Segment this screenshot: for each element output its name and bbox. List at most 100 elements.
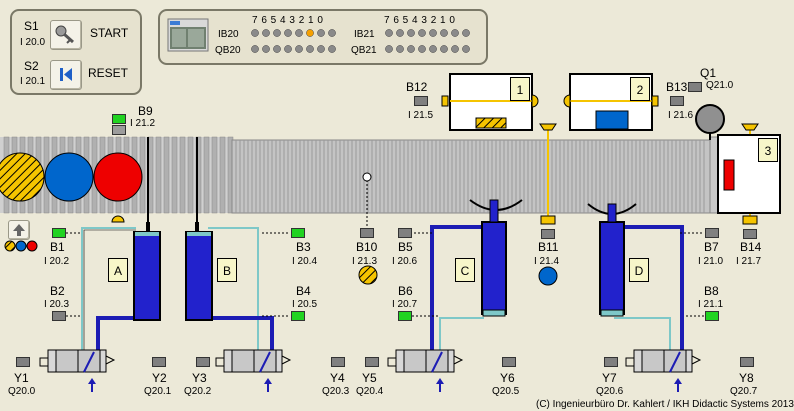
valve-y7-name: Y7 xyxy=(602,371,617,385)
valve-block-1 xyxy=(39,349,116,392)
qb20-bit-0-led xyxy=(328,45,336,53)
valve-y8-led xyxy=(740,357,754,367)
sensor-b6-led xyxy=(398,311,412,321)
workpiece-blue xyxy=(44,152,94,202)
feed-button[interactable] xyxy=(8,220,30,240)
sensor-b14-led xyxy=(743,229,757,239)
station-3-number: 3 xyxy=(758,138,778,162)
copyright-text: (C) Ingenieurbüro Dr. Kahlert / IKH Dida… xyxy=(536,399,794,410)
valve-y4-name: Y4 xyxy=(330,371,345,385)
sensor-b5-led xyxy=(398,228,412,238)
cylinder-c-body xyxy=(481,221,507,315)
ib20-bit-header: 7 6 5 4 3 2 1 0 xyxy=(252,15,324,26)
valve-y7-address: Q20.6 xyxy=(596,386,624,397)
qb20-bit-4-led xyxy=(284,45,292,53)
ib20-bit-6-led xyxy=(262,29,270,37)
valve-y6-name: Y6 xyxy=(500,371,515,385)
sensor-b6-name: B6 xyxy=(398,284,413,298)
valve-y4-led xyxy=(331,357,345,367)
sensor-b11-led xyxy=(541,229,555,239)
workpiece-selector-icon[interactable] xyxy=(4,240,38,252)
valve-y8-name: Y8 xyxy=(739,371,754,385)
cylinder-a-body xyxy=(133,231,161,321)
pneumatic-lines-ab xyxy=(81,225,684,360)
sensor-b9-address: I 21.2 xyxy=(130,118,156,129)
valve-block-4 xyxy=(625,349,702,392)
station-2-number: 2 xyxy=(630,77,650,101)
ib20-bit-7-led xyxy=(251,29,259,37)
sensor-b12-led xyxy=(414,96,428,106)
cylinder-b-label: B xyxy=(217,258,237,282)
sensor-b6-address: I 20.7 xyxy=(392,299,418,310)
sensor-b5-name: B5 xyxy=(398,240,413,254)
sensor-b4-name: B4 xyxy=(296,284,311,298)
s2-address: I 20.1 xyxy=(20,76,46,87)
valve-y7-led xyxy=(604,357,618,367)
control-panel: S1 I 20.0 START S2 I 20.1 RESET xyxy=(10,9,142,95)
station-1-number: 1 xyxy=(510,77,530,101)
valve-y1-led xyxy=(16,357,30,367)
valve-y5-led xyxy=(365,357,379,367)
reset-label: RESET xyxy=(88,66,129,80)
ib20-bit-0-led xyxy=(328,29,336,37)
sensor-b10-led xyxy=(360,228,374,238)
valve-y6-led xyxy=(502,357,516,367)
valve-y2-address: Q20.1 xyxy=(144,386,172,397)
sensor-b4-led xyxy=(291,311,305,321)
workpiece-yellow-hatched xyxy=(0,152,45,202)
sensor-b3-name: B3 xyxy=(296,240,311,254)
ib21-bit-4-led xyxy=(418,29,426,37)
motor-q1-address: Q21.0 xyxy=(706,80,734,91)
sensor-b8-address: I 21.1 xyxy=(698,299,724,310)
sensor-b2-name: B2 xyxy=(50,284,65,298)
cylinder-b-body xyxy=(185,231,213,321)
valve-y6-address: Q20.5 xyxy=(492,386,520,397)
valve-y3-led xyxy=(196,357,210,367)
ib20-bit-3-led xyxy=(295,29,303,37)
start-button[interactable] xyxy=(50,20,82,50)
skip-back-icon xyxy=(60,68,72,81)
ib21-bit-7-led xyxy=(385,29,393,37)
qb20-bit-2-led xyxy=(306,45,314,53)
key-icon xyxy=(55,25,74,44)
sensor-b10-address: I 21.3 xyxy=(352,256,378,267)
reset-button[interactable] xyxy=(50,60,82,90)
start-label: START xyxy=(90,26,129,40)
valve-y8-address: Q20.7 xyxy=(730,386,758,397)
sensor-b3-led xyxy=(291,228,305,238)
sensor-b13-address: I 21.6 xyxy=(668,110,694,121)
valve-y3-address: Q20.2 xyxy=(184,386,212,397)
motor-q1-name: Q1 xyxy=(700,66,717,80)
qb21-bit-6-led xyxy=(396,45,404,53)
sensor-b7-led xyxy=(705,228,719,238)
qb21-bit-7-led xyxy=(385,45,393,53)
qb21-label: QB21 xyxy=(351,45,377,56)
cylinder-c-label: C xyxy=(455,258,475,282)
qb21-bit-3-led xyxy=(429,45,437,53)
sensor-b4-address: I 20.5 xyxy=(292,299,318,310)
valve-y1-name: Y1 xyxy=(14,371,29,385)
valve-y4-address: Q20.3 xyxy=(322,386,350,397)
arrow-up-icon xyxy=(13,224,25,236)
qb20-bit-6-led xyxy=(262,45,270,53)
qb21-bit-1-led xyxy=(451,45,459,53)
sensor-b2-led xyxy=(52,311,66,321)
sensor-b13-led xyxy=(670,96,684,106)
ib20-bit-4-led xyxy=(284,29,292,37)
qb20-bit-5-led xyxy=(273,45,281,53)
valve-y5-name: Y5 xyxy=(362,371,377,385)
valve-y1-address: Q20.0 xyxy=(8,386,36,397)
qb21-bit-0-led xyxy=(462,45,470,53)
cylinder-a-label: A xyxy=(108,258,128,282)
ib21-label: IB21 xyxy=(354,29,375,40)
sensor-b10-name: B10 xyxy=(356,240,378,254)
sensor-b12-address: I 21.5 xyxy=(408,110,434,121)
sensor-b9-name: B9 xyxy=(138,104,153,118)
sensor-b5-address: I 20.6 xyxy=(392,256,418,267)
motor-q1-led xyxy=(688,82,702,92)
sensor-b1-address: I 20.2 xyxy=(44,256,70,267)
s2-name: S2 xyxy=(24,59,39,73)
s1-address: I 20.0 xyxy=(20,37,46,48)
